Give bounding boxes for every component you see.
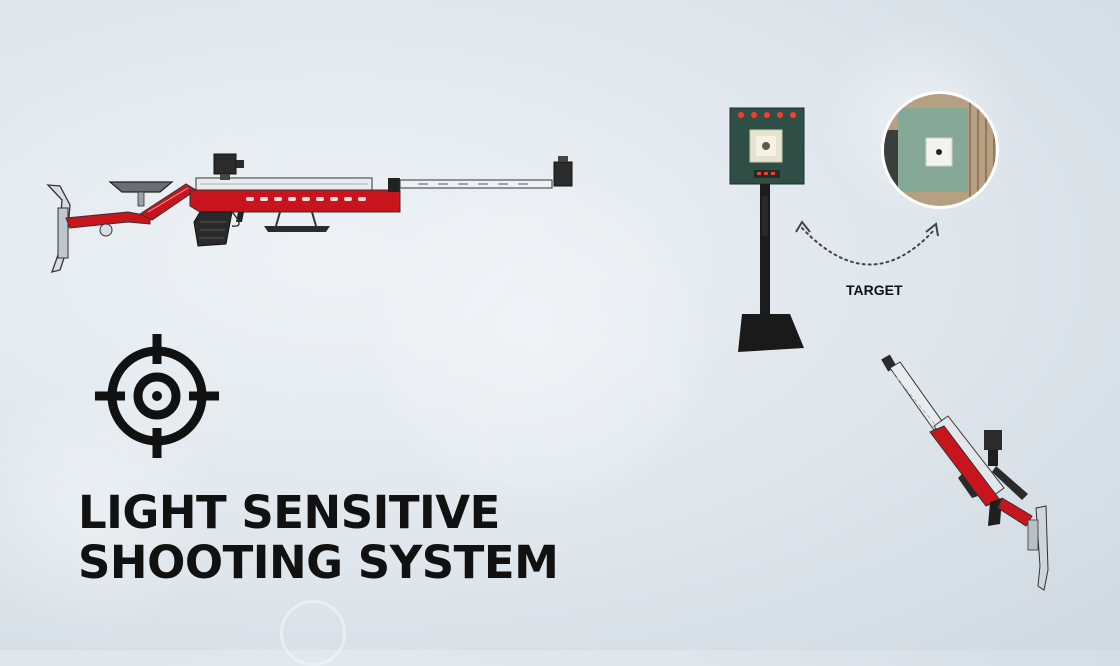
dotted-arrow-icon <box>801 227 935 266</box>
arrow-head-left-icon <box>795 220 811 233</box>
target-label: TARGET <box>846 282 903 298</box>
target-stand <box>729 107 805 352</box>
headline: LIGHT SENSITIVE SHOOTING SYSTEM <box>78 486 559 589</box>
arrow-head-right-icon <box>925 222 939 237</box>
headline-line-2: SHOOTING SYSTEM <box>78 536 559 589</box>
rifle-diagonal <box>881 354 1049 591</box>
crosshair-icon <box>95 334 219 458</box>
rifle-horizontal <box>46 153 573 273</box>
illustration <box>46 91 1049 591</box>
headline-line-1: LIGHT SENSITIVE <box>78 486 500 539</box>
target-closeup <box>881 91 999 209</box>
